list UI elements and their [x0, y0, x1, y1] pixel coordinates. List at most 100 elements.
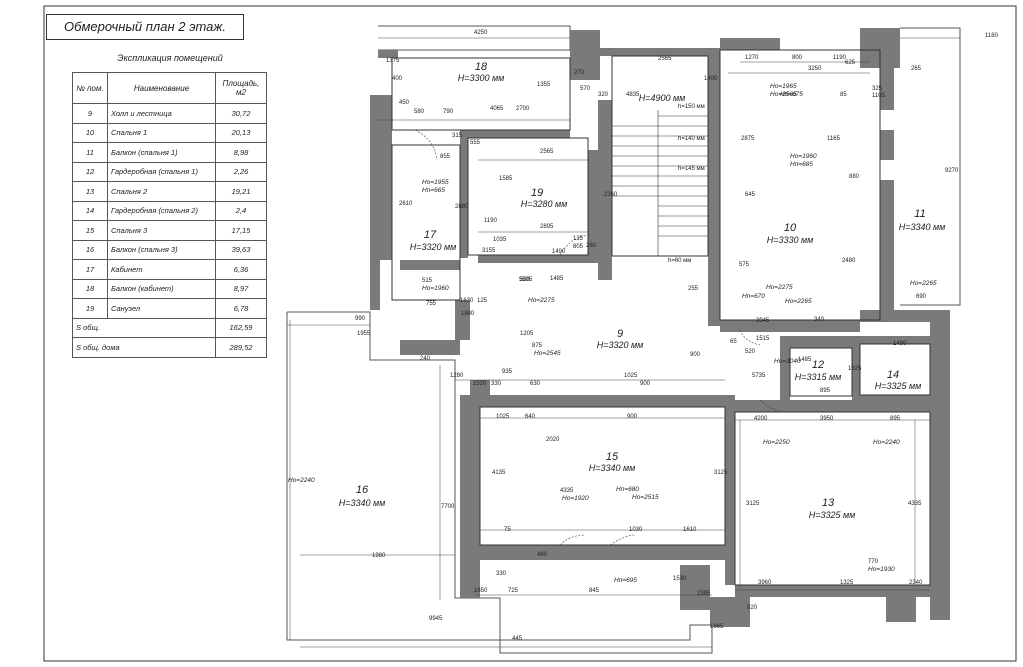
dimension-label: Hп=665: [422, 187, 445, 194]
dimension-label: 2360: [604, 192, 618, 198]
walls: [370, 28, 950, 627]
dimension-label: 880: [849, 174, 860, 180]
dimension-label: 450: [399, 100, 410, 106]
cell-name: Гардеробная (спальня 1): [107, 161, 216, 182]
dimension-label: 4065: [490, 106, 504, 112]
room-label-12: 12: [812, 359, 824, 371]
cell-area: 17,15: [215, 220, 267, 241]
dimension-label: 3950: [820, 416, 834, 422]
dimension-label: 1355: [537, 82, 551, 88]
room-height-11: H=3340 мм: [899, 222, 946, 232]
dimension-label: 1955: [357, 331, 371, 337]
dimension-label: 770: [868, 559, 879, 565]
cell-name: Балкон (спальня 3): [107, 239, 216, 260]
dimension-label: Hо=1920: [562, 495, 589, 502]
dimension-label: 2565: [540, 149, 554, 155]
room-height-9: H=3320 мм: [597, 340, 644, 350]
dimension-label: 1165: [827, 136, 841, 142]
dimension-label: Hо=1965: [770, 83, 797, 90]
cell-area: 20,13: [215, 122, 267, 143]
room-label-14: 14: [887, 369, 899, 381]
dimension-label: 725: [508, 588, 519, 594]
total-house-row: S общ. дома 289,52: [72, 337, 267, 358]
dimension-label: 755: [426, 301, 437, 307]
dimension-label: 4250: [474, 30, 488, 36]
dimension-label: 9945: [429, 616, 443, 622]
dimension-label: 1610: [683, 527, 697, 533]
dimension-label: 1190: [484, 218, 498, 224]
dimension-label: 75: [504, 527, 511, 533]
cell-name: Гардеробная (спальня 2): [107, 200, 216, 221]
dimension-label: Hо=2565: [770, 91, 797, 98]
stair-step-labels: h=150 мм h=140 мм h=145 мм h=60 мм: [668, 104, 705, 264]
cell-num: 18: [72, 278, 108, 299]
cell-area: 6,78: [215, 298, 267, 319]
dimension-label: 2565: [658, 56, 672, 62]
dimension-label: 2395: [697, 591, 711, 597]
dimension-label: 515: [422, 278, 433, 284]
dimension-label: Hо=1960: [422, 285, 449, 292]
dimension-label: 270: [574, 70, 585, 76]
dimension-label: 3155: [482, 248, 496, 254]
dimension-label: 640: [525, 414, 536, 420]
dimension-label: 85: [840, 92, 847, 98]
cell-name: Холл и лестница: [107, 103, 216, 124]
dimension-label: Hп=695: [614, 577, 637, 584]
room-height-13: H=3325 мм: [809, 510, 856, 520]
dimension-label: 625: [845, 60, 856, 66]
step-label-60: h=60 мм: [668, 258, 691, 264]
dimension-label: 2020: [546, 437, 560, 443]
dimension-label: Hо=2275: [766, 284, 793, 291]
room-label-19: 19: [531, 187, 543, 199]
dimension-label: 555: [470, 140, 481, 146]
dimension-label: 1025: [624, 373, 638, 379]
dimension-label: 1270: [745, 55, 759, 61]
dimension-label: 2895: [540, 224, 554, 230]
dimension-label: 1980: [372, 553, 386, 559]
dimension-label: 580: [520, 277, 531, 283]
dimension-label: Hо=2265: [785, 298, 812, 305]
stair-treads: [612, 110, 708, 256]
dimension-label: 330: [496, 571, 507, 577]
total-floor-label: S общ.: [72, 317, 216, 338]
dimension-label: 5735: [752, 373, 766, 379]
total-floor-value: 162,59: [215, 317, 267, 338]
dimension-label: 260: [586, 243, 597, 249]
dimension-label: 4835: [626, 92, 640, 98]
dimension-label: 900: [640, 381, 651, 387]
dimension-label: Hп=685: [790, 161, 813, 168]
dimension-label: Hп=675: [780, 91, 803, 98]
cell-num: 11: [72, 142, 108, 163]
dimension-label: 805: [573, 244, 584, 250]
dimension-label: 1880: [461, 311, 475, 317]
step-label-150: h=150 мм: [678, 104, 705, 110]
dimension-label: 4200: [754, 416, 768, 422]
door-swings: [414, 129, 786, 546]
dimension-label: Hп=670: [742, 293, 765, 300]
room-height-15: H=3340 мм: [589, 463, 636, 473]
dimension-label: 1030: [629, 527, 643, 533]
room-height-12: H=3315 мм: [795, 372, 842, 382]
dimension-label: 900: [690, 352, 701, 358]
dimension-label: 895: [820, 388, 831, 394]
dimension-label: Hо=3040: [774, 358, 801, 365]
cell-num: 17: [72, 259, 108, 280]
dimension-label: Hо=1960: [790, 153, 817, 160]
cell-num: 10: [72, 122, 108, 143]
dimension-label: Hо=2545: [534, 350, 561, 357]
cell-area: 2,4: [215, 200, 267, 221]
room-label-13: 13: [822, 497, 835, 509]
dimension-label: 3125: [714, 470, 728, 476]
dimension-label: 1025: [496, 414, 510, 420]
dimension-label: 1375: [386, 58, 400, 64]
cell-num: 15: [72, 220, 108, 241]
dimension-label: 1485: [550, 276, 564, 282]
dimension-label: 240: [420, 356, 431, 362]
cell-name: Спальня 2: [107, 181, 216, 202]
